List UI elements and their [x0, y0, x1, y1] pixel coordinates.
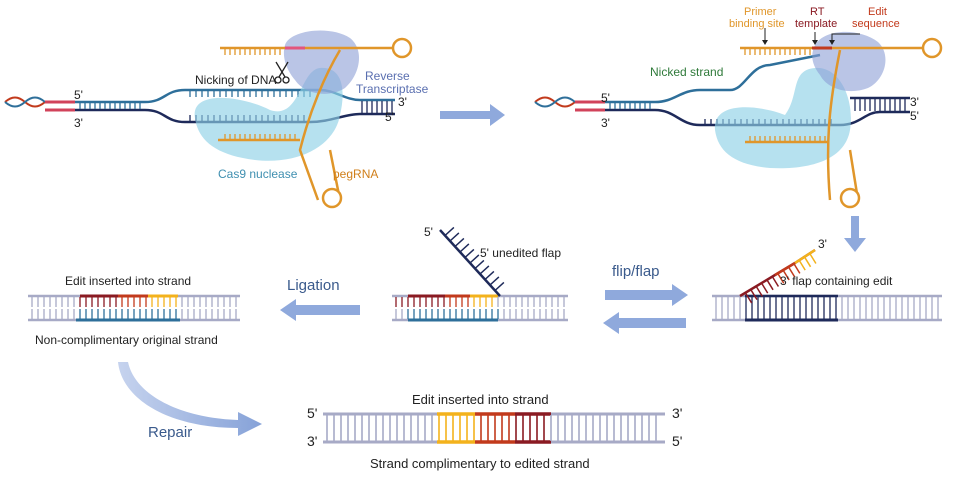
end-5-left: 5' [74, 88, 83, 102]
pegrna-ticks [744, 49, 826, 141]
nicking-label: Nicking of DNA [195, 73, 276, 87]
pegrna-ticks [224, 49, 296, 139]
arrow-flip [605, 284, 688, 306]
edit-sequence-label-line2: sequence [852, 18, 900, 30]
edit-inserted-label: Edit inserted into strand [65, 274, 191, 288]
end-5-right: 5' [672, 433, 682, 449]
strand-complimentary-label: Strand complimentary to edited strand [370, 456, 590, 471]
pegrna-loop-bottom [839, 187, 861, 209]
non-complimentary-label: Non-complimentary original strand [35, 333, 218, 347]
panel-5-ligated: Edit inserted into strand Non-compliment… [28, 274, 240, 347]
base-pair-ticks [715, 297, 939, 319]
flap-label: 3' flap containing edit [780, 274, 893, 288]
end-5-left: 5' [307, 405, 317, 421]
pegrna-label: pegRNA [333, 167, 378, 181]
rt-label-line1: Reverse [365, 69, 410, 83]
end-3-right: 3' [910, 95, 919, 109]
flap-ticks [444, 226, 505, 292]
rt-label-line2: Transcriptase [356, 82, 429, 96]
panel-6-repaired: 5' 3' 3' 5' Edit inserted into strand St… [307, 392, 682, 471]
arrow-flap [603, 312, 686, 334]
end-3-left: 3' [307, 433, 317, 449]
base-pair-ticks [395, 297, 565, 319]
base-pair-ticks [326, 415, 657, 441]
nicked-strand-label: Nicked strand [650, 65, 723, 79]
panel-4-unedited-flap: 5' 5' unedited flap [392, 225, 568, 322]
panel-nicked: Nicked strand Primer binding site RT tem… [534, 6, 943, 209]
ligation-label: Ligation [287, 277, 340, 294]
end-5-right: 5' [910, 109, 919, 123]
cas9-label: Cas9 nuclease [218, 167, 298, 181]
dna-helix-left [534, 96, 576, 108]
scissors-icon [274, 61, 290, 84]
flip-flap-label: flip/flap [612, 263, 660, 280]
edit-inserted-label: Edit inserted into strand [412, 392, 549, 407]
arrow-step2-to-step3 [844, 216, 866, 252]
reverse-transcriptase [283, 30, 360, 94]
primer-label-line1: Primer [744, 6, 777, 18]
top-strand [575, 53, 821, 104]
flap-5-end: 5' [424, 225, 433, 239]
arrow-repair [118, 362, 262, 436]
unedited-flap-label: 5' unedited flap [480, 246, 561, 260]
pegrna-loop-bottom [321, 187, 343, 209]
end-5-left: 5' [601, 91, 610, 105]
arrow-ligation [280, 299, 360, 321]
pegrna-loop-top [921, 37, 943, 59]
flap-ticks [744, 252, 817, 304]
end-3-right: 3' [672, 405, 682, 421]
primer-label-line2: binding site [729, 18, 785, 30]
edit-sequence-label-line1: Edit [868, 6, 887, 18]
end-3-right: 3' [398, 95, 407, 109]
cas9-nuclease [194, 67, 343, 161]
flap-3-end: 3' [818, 237, 827, 251]
top-strand [45, 88, 395, 104]
end-3-left: 3' [74, 116, 83, 130]
base-pair-ticks [31, 297, 237, 319]
end-5-right: 5' [385, 110, 394, 124]
rt-template-label-line1: RT [810, 6, 825, 18]
panel-3-flap: 3' 3' flap containing edit [712, 237, 942, 322]
end-3-left: 3' [601, 116, 610, 130]
pegrna-loop-top [391, 37, 413, 59]
rt-template-label-line2: template [795, 18, 837, 30]
arrow-step1-to-step2 [440, 104, 505, 126]
panel-nicking: Nicking of DNA Reverse Transcriptase Cas… [4, 30, 429, 209]
repair-label: Repair [148, 424, 192, 441]
dna-helix-left [4, 96, 46, 108]
